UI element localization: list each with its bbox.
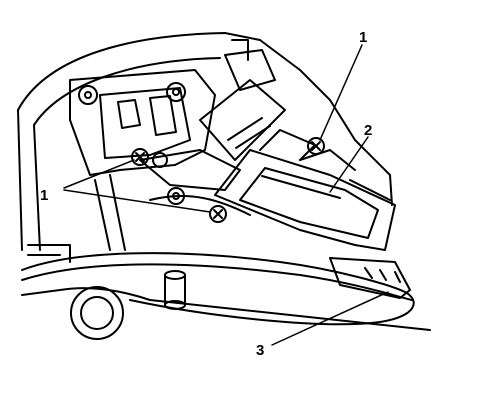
leader-line-3	[271, 291, 389, 346]
lower-panel	[21, 270, 431, 340]
leader-line-2	[329, 136, 369, 193]
pivot-stud	[152, 152, 168, 168]
screw-upper-right	[307, 137, 325, 155]
electrical-connector	[329, 257, 411, 299]
leader-line-1-left-upper	[63, 159, 135, 189]
screw-left-upper	[131, 148, 149, 166]
latch-frame	[69, 69, 216, 176]
callout-1-upper-right: 1	[359, 29, 367, 46]
wiring-harness	[21, 244, 415, 326]
door-housing	[17, 32, 393, 251]
callout-1-left: 1	[40, 187, 48, 204]
actuator-module	[214, 129, 396, 251]
leader-line-1-upper	[319, 44, 363, 141]
callout-3-connector: 3	[256, 342, 264, 359]
leader-lines	[63, 44, 389, 346]
access-hole	[70, 286, 124, 340]
leader-line-1-left-lower	[63, 189, 211, 213]
screw-left-lower	[209, 205, 227, 223]
pivot-bolt	[167, 187, 185, 205]
callout-2-actuator: 2	[364, 122, 372, 139]
linkage-arms	[94, 49, 286, 251]
mounting-screws	[131, 137, 325, 223]
